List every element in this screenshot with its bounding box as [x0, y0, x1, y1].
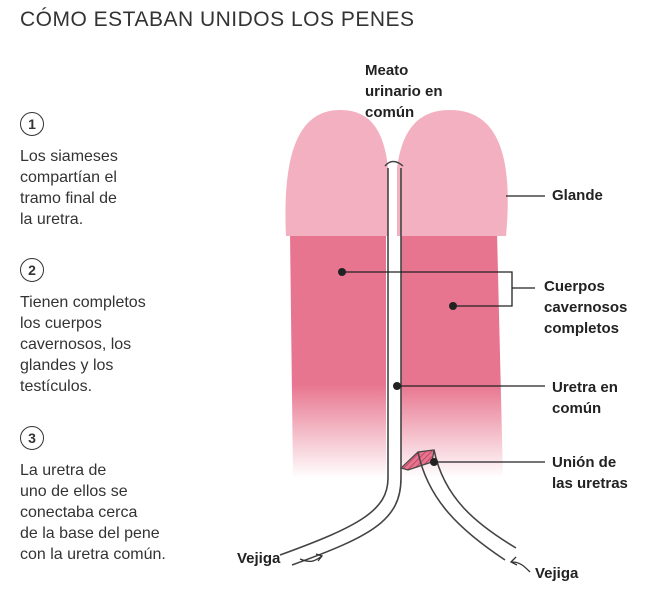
left-glans — [285, 110, 388, 236]
left-urethra-lower — [279, 477, 389, 556]
step-text: Los siameses compartían el tramo final d… — [20, 148, 118, 228]
right-urethra-lower — [433, 449, 517, 549]
step-number: 3 — [20, 426, 44, 450]
label-uretra: Uretra en común — [552, 379, 618, 417]
right-urethra-upper — [417, 451, 506, 561]
label-cuerpos: Cuerpos cavernosos completos — [544, 278, 628, 337]
right-glans — [397, 110, 508, 236]
vejiga-left-arrow — [299, 553, 324, 563]
vejiga-right-arrow — [509, 556, 531, 573]
left-shaft — [290, 232, 386, 478]
step-text: Tienen completos los cuerpos cavernosos,… — [20, 294, 146, 395]
label-vejiga-left: Vejiga — [237, 550, 281, 567]
step-1: 1 Los siameses compartían el tramo final… — [20, 112, 220, 230]
label-vejiga-right: Vejiga — [535, 565, 579, 582]
step-text: La uretra de uno de ellos se conectaba c… — [20, 462, 166, 563]
step-number: 2 — [20, 258, 44, 282]
meato-notch — [384, 160, 404, 167]
label-union: Unión de las uretras — [552, 454, 628, 492]
step-number: 1 — [20, 112, 44, 136]
step-2: 2 Tienen completos los cuerpos cavernoso… — [20, 258, 220, 397]
diagram-title: CÓMO ESTABAN UNIDOS LOS PENES — [20, 8, 415, 31]
left-urethra-lower-2 — [291, 477, 402, 566]
step-3: 3 La uretra de uno de ellos se conectaba… — [20, 426, 220, 565]
right-shaft — [401, 232, 503, 478]
label-glande: Glande — [552, 187, 603, 204]
label-meato: Meato urinario en común — [365, 62, 443, 121]
urethra-junction — [399, 449, 435, 471]
cuerpos-bracket — [342, 271, 513, 307]
